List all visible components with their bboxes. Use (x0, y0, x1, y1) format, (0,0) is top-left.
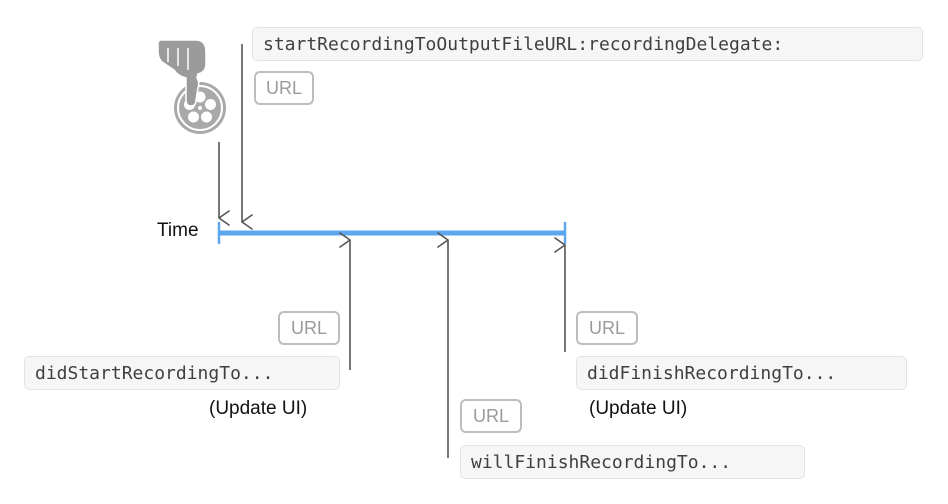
did-start-note: (Update UI) (209, 398, 308, 419)
start-url-tag: URL (254, 71, 314, 105)
will-finish-recording-call: willFinishRecordingTo... (460, 445, 805, 479)
pointing-hand-film-reel-icon (157, 39, 226, 134)
did-start-url-tag: URL (278, 311, 340, 345)
did-finish-recording-call: didFinishRecordingTo... (576, 356, 907, 390)
start-recording-call: startRecordingToOutputFileURL:recordingD… (252, 27, 923, 61)
timeline-bar (217, 222, 567, 244)
did-finish-note: (Update UI) (589, 398, 688, 419)
did-start-recording-call: didStartRecordingTo... (24, 356, 340, 390)
time-label: Time (157, 220, 199, 241)
did-finish-url-tag: URL (576, 311, 638, 345)
will-finish-url-tag: URL (460, 399, 522, 433)
